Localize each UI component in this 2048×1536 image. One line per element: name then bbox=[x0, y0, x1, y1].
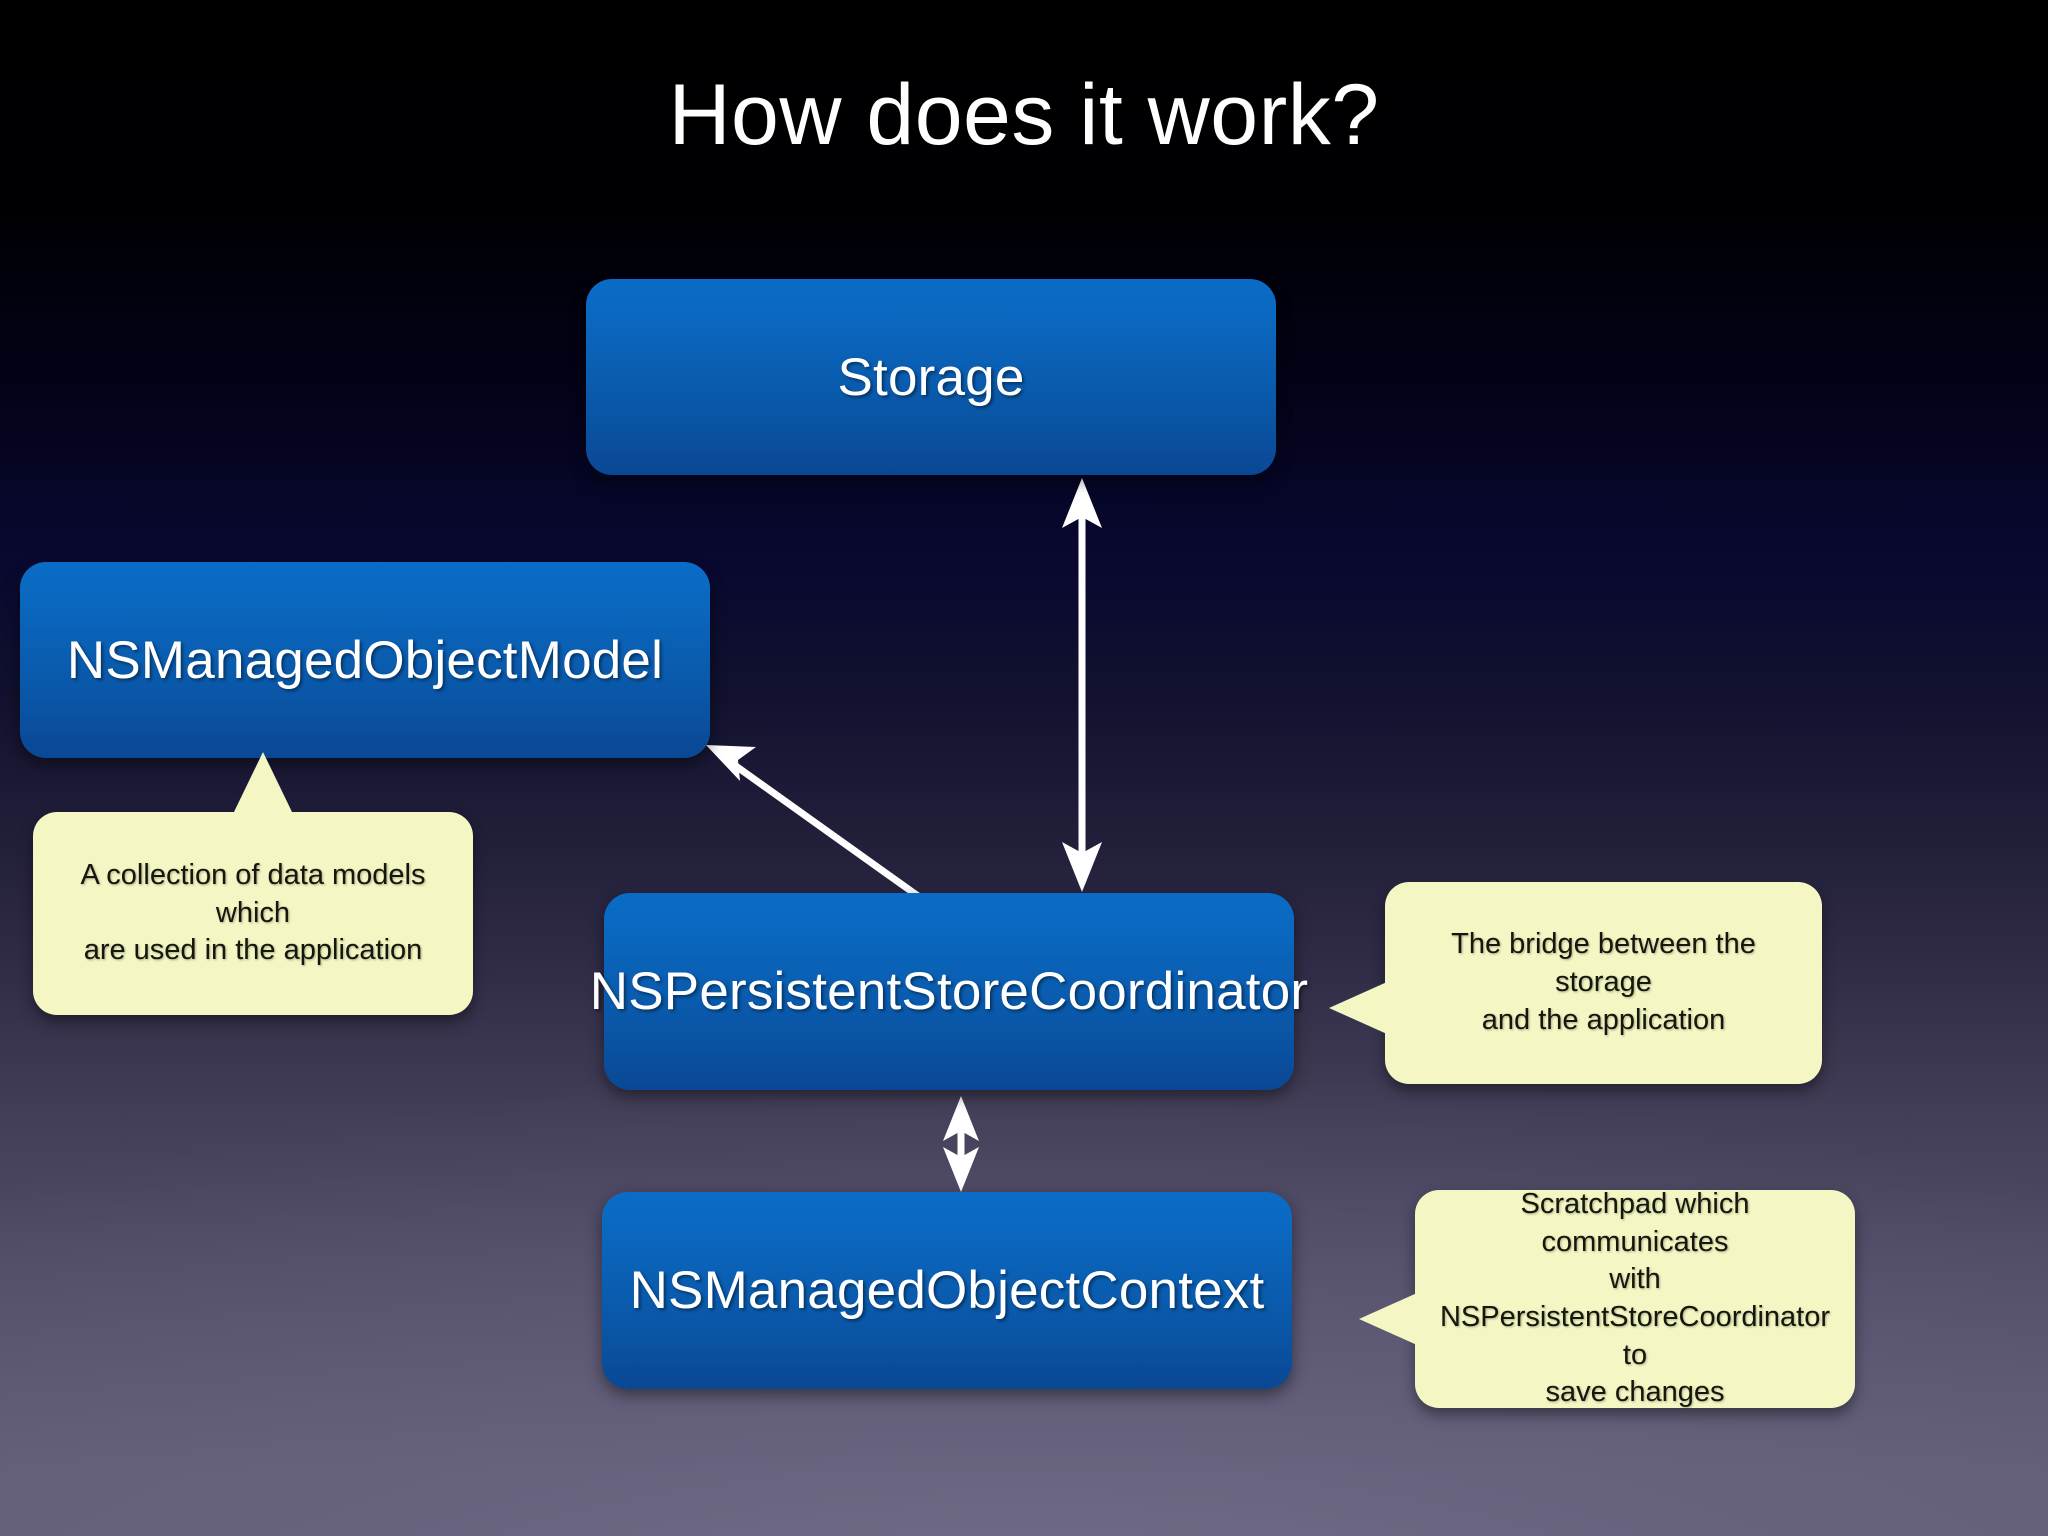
callout-tail-up-icon bbox=[233, 752, 293, 814]
node-storage[interactable]: Storage bbox=[586, 279, 1276, 475]
page-title: How does it work? bbox=[668, 67, 1380, 163]
connector-storage-coordinator bbox=[1062, 478, 1102, 892]
callout-tail-left-icon bbox=[1359, 1293, 1417, 1345]
connector-coordinator-model bbox=[706, 745, 921, 899]
node-nspersistentstorecoordinator-label: NSPersistentStoreCoordinator bbox=[589, 962, 1309, 1021]
connector-coordinator-context bbox=[943, 1096, 979, 1192]
node-nsmanagedobjectcontext[interactable]: NSManagedObjectContext bbox=[602, 1192, 1292, 1389]
callout-tail-left-icon bbox=[1329, 982, 1387, 1034]
node-nsmanagedobjectmodel-label: NSManagedObjectModel bbox=[66, 630, 664, 690]
node-nsmanagedobjectmodel[interactable]: NSManagedObjectModel bbox=[20, 562, 710, 758]
node-nsmanagedobjectcontext-label: NSManagedObjectContext bbox=[629, 1261, 1265, 1320]
node-nspersistentstorecoordinator[interactable]: NSPersistentStoreCoordinator bbox=[590, 893, 1308, 1090]
node-storage-label: Storage bbox=[837, 347, 1025, 407]
